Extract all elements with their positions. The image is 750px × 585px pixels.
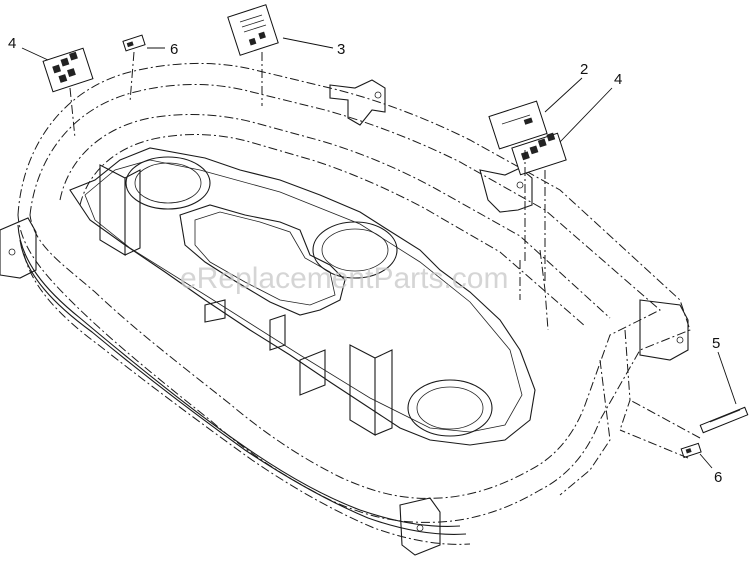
- decal-4-left: [42, 47, 94, 93]
- callout-4-right: 4: [614, 71, 622, 88]
- callout-6-top: 6: [170, 41, 178, 58]
- callout-3: 3: [337, 41, 345, 58]
- watermark: eReplacementParts.com: [180, 262, 508, 295]
- spindle-plate: [69, 147, 536, 446]
- callout-labels: 4 6 3 2 4 5 6: [8, 35, 722, 486]
- callout-2: 2: [580, 61, 588, 78]
- decal-6-top: [122, 34, 146, 52]
- rim-brackets: [0, 79, 689, 556]
- decal-2: [488, 100, 548, 150]
- leader-lines: [21, 37, 737, 469]
- callout-4-left: 4: [8, 35, 16, 52]
- decal-3: [227, 4, 279, 56]
- callout-5: 5: [712, 335, 720, 352]
- decal-5: [699, 406, 749, 434]
- callout-6-bottom: 6: [714, 469, 722, 486]
- mower-deck: [17, 62, 691, 545]
- decal-6-bottom: [680, 442, 702, 459]
